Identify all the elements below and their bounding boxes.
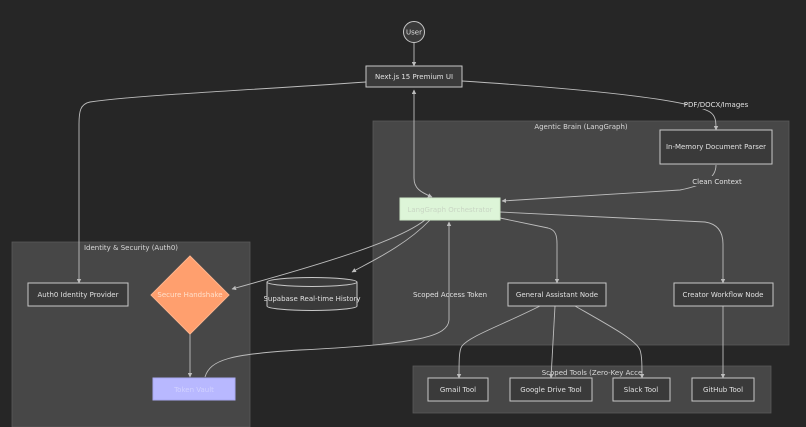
node-user[interactable]: User bbox=[403, 21, 425, 43]
node-general-assistant-label: General Assistant Node bbox=[516, 291, 598, 299]
node-gmail-tool[interactable]: Gmail Tool bbox=[427, 377, 489, 402]
group-identity-security: Identity & Security (Auth0) bbox=[11, 241, 251, 427]
node-token-vault[interactable]: Token Vault bbox=[152, 377, 236, 401]
node-langgraph-orchestrator-label: LangGraph Orchestrator bbox=[407, 206, 492, 214]
edge-assistant-slack bbox=[574, 305, 645, 379]
node-google-drive-tool[interactable]: Google Drive Tool bbox=[509, 377, 593, 402]
edge-ui-auth0 bbox=[76, 81, 367, 284]
node-auth0-identity-provider-label: Auth0 Identity Provider bbox=[38, 291, 119, 299]
node-user-label: User bbox=[406, 29, 422, 37]
node-general-assistant[interactable]: General Assistant Node bbox=[507, 282, 607, 307]
node-creator-workflow-label: Creator Workflow Node bbox=[683, 291, 764, 299]
edge-orchestrator-assistant bbox=[499, 217, 560, 284]
node-langgraph-orchestrator[interactable]: LangGraph Orchestrator bbox=[399, 197, 501, 221]
node-secure-handshake[interactable]: Secure Handshake bbox=[150, 255, 230, 335]
edge-orchestrator-handshake bbox=[231, 219, 426, 291]
node-nextjs-ui-label: Next.js 15 Premium UI bbox=[375, 73, 453, 81]
edge-orchestrator-creator bbox=[499, 211, 726, 284]
edge-ui-orchestrator bbox=[411, 89, 433, 198]
node-document-parser[interactable]: In-Memory Document Parser bbox=[659, 129, 773, 165]
node-github-tool-label: GitHub Tool bbox=[703, 386, 743, 394]
node-supabase-history-label: Supabase Real-time History bbox=[263, 295, 360, 303]
node-token-vault-label: Token Vault bbox=[173, 386, 214, 394]
edge-orchestrator-supabase bbox=[351, 219, 431, 273]
edge-label-scoped-access-token: Scoped Access Token bbox=[413, 291, 487, 299]
edge-label-bg bbox=[694, 176, 740, 186]
node-nextjs-ui[interactable]: Next.js 15 Premium UI bbox=[365, 65, 463, 88]
node-slack-tool[interactable]: Slack Tool bbox=[612, 377, 671, 402]
edge-assistant-drive bbox=[548, 305, 556, 379]
node-gmail-tool-label: Gmail Tool bbox=[440, 386, 476, 394]
node-google-drive-tool-label: Google Drive Tool bbox=[520, 386, 581, 394]
node-auth0-identity-provider[interactable]: Auth0 Identity Provider bbox=[27, 282, 129, 307]
group-agentic-brain-label: Agentic Brain (LangGraph) bbox=[534, 123, 628, 131]
edge-assistant-gmail bbox=[456, 305, 541, 379]
node-github-tool[interactable]: GitHub Tool bbox=[691, 377, 755, 402]
node-slack-tool-label: Slack Tool bbox=[624, 386, 658, 394]
edge-label-pdf-docx-images: PDF/DOCX/Images bbox=[684, 101, 749, 109]
node-document-parser-label: In-Memory Document Parser bbox=[666, 143, 766, 151]
node-supabase-history[interactable]: Supabase Real-time History bbox=[263, 277, 361, 311]
node-secure-handshake-label: Secure Handshake bbox=[157, 291, 222, 299]
edge-label-bg bbox=[687, 99, 745, 109]
group-scoped-tools-label: Scoped Tools (Zero-Key Acce bbox=[542, 369, 643, 377]
edge-vault-orchestrator bbox=[204, 221, 452, 378]
edge-label-clean-context: Clean Context bbox=[692, 178, 742, 186]
node-creator-workflow[interactable]: Creator Workflow Node bbox=[673, 282, 774, 307]
group-identity-security-label: Identity & Security (Auth0) bbox=[84, 244, 178, 252]
